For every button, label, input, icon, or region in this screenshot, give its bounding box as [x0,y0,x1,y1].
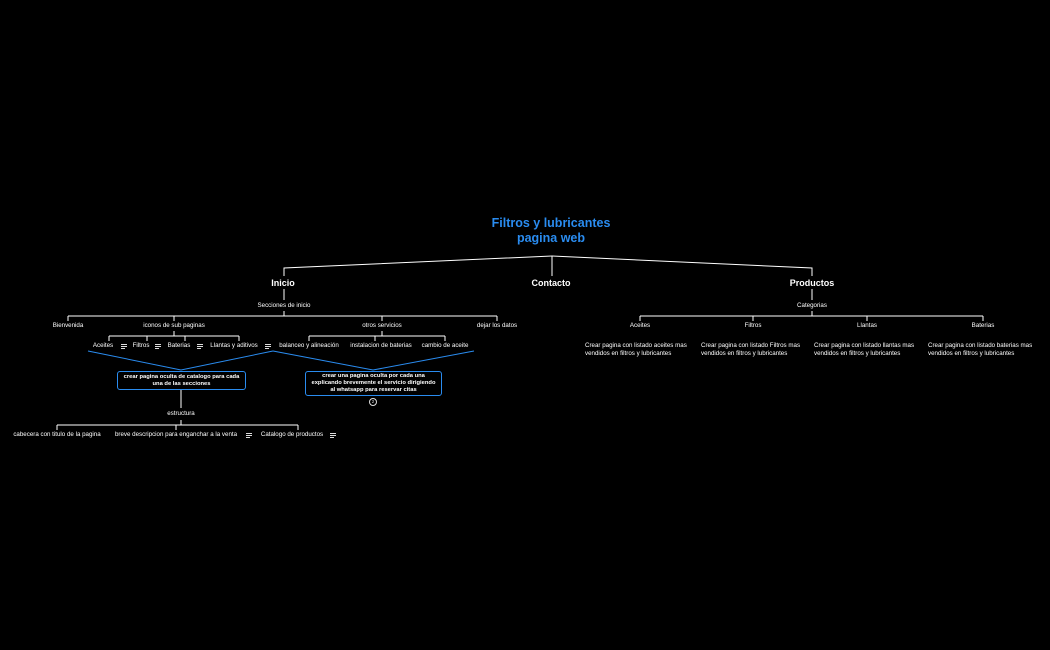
topic-otros-servicios[interactable]: otros servicios [362,322,402,329]
topic-icono-llantas-aditivos[interactable]: Llantas y aditivos [210,342,258,349]
topic-instalacion-baterias[interactable]: instalacion de baterias [350,342,412,349]
topic-dejar-datos[interactable]: dejar los datos [476,322,518,329]
topic-iconos-sub-paginas[interactable]: iconos de sub paginas [143,322,205,329]
note-icon[interactable] [121,344,127,349]
connector-estructura-children [56,420,299,430]
topic-catalogo-productos[interactable]: Catalogo de productos [260,431,324,438]
connector-otros-children [308,331,446,341]
topic-inicio[interactable]: Inicio [271,278,295,288]
topic-balanceo-alineacion[interactable]: balanceo y alineación [279,342,339,349]
collapsed-count-badge[interactable]: 2 [369,398,377,406]
topic-cambio-aceite[interactable]: cambio de aceite [421,342,469,349]
topic-contacto[interactable]: Contacto [531,278,571,288]
topic-cat-llantas[interactable]: Llantas [857,322,877,329]
topic-productos[interactable]: Productos [789,278,835,288]
topic-secciones-inicio[interactable]: Secciones de inicio [257,302,311,309]
topic-cabecera[interactable]: cabecera con titulo de la pagina [13,431,101,438]
callout-servicios[interactable]: crear una pagina oculta por cada una exp… [305,371,442,396]
connector-categorias-children [639,311,984,321]
topic-desc-llantas[interactable]: Crear pagina con listado llantas mas ven… [814,342,915,357]
connector-root-inicio [283,255,553,276]
topic-desc-baterias[interactable]: Crear pagina con listado baterias mas ve… [928,342,1033,357]
topic-icono-filtros[interactable]: Filtros [132,342,150,349]
note-icon[interactable] [197,344,203,349]
topic-estructura[interactable]: estructura [167,410,195,417]
callout-catalogo[interactable]: crear pagina oculta de catalogo para cad… [117,371,246,390]
topic-cat-baterias[interactable]: Baterias [971,322,995,329]
note-icon[interactable] [155,344,161,349]
connector-iconos-children [108,331,240,341]
central-topic-line1: Filtros y lubricantes [491,216,611,230]
topic-categorias[interactable]: Categorias [797,302,827,309]
topic-desc-aceites[interactable]: Crear pagina con listado aceites mas ven… [585,342,687,357]
topic-icono-aceites[interactable]: Aceites [92,342,114,349]
note-icon[interactable] [265,344,271,349]
central-topic[interactable]: Filtros y lubricantes pagina web [492,216,611,246]
topic-breve-descripcion[interactable]: breve descripcion para enganchar a la ve… [114,431,238,438]
topic-desc-filtros[interactable]: Crear pagina con listado Filtros mas ven… [701,342,801,357]
boundary-bracket-iconos [87,350,274,371]
note-icon[interactable] [330,433,336,438]
central-topic-line2: pagina web [516,231,586,245]
connector-root-productos [551,255,813,276]
connector-secciones-children [67,311,498,321]
topic-cat-filtros[interactable]: Filtros [744,322,762,329]
topic-bienvenida[interactable]: Bienvenida [52,322,84,329]
topic-cat-aceites[interactable]: Aceites [629,322,651,329]
note-icon[interactable] [246,433,252,438]
topic-icono-baterias[interactable]: Baterias [167,342,191,349]
boundary-bracket-otros [272,350,475,371]
